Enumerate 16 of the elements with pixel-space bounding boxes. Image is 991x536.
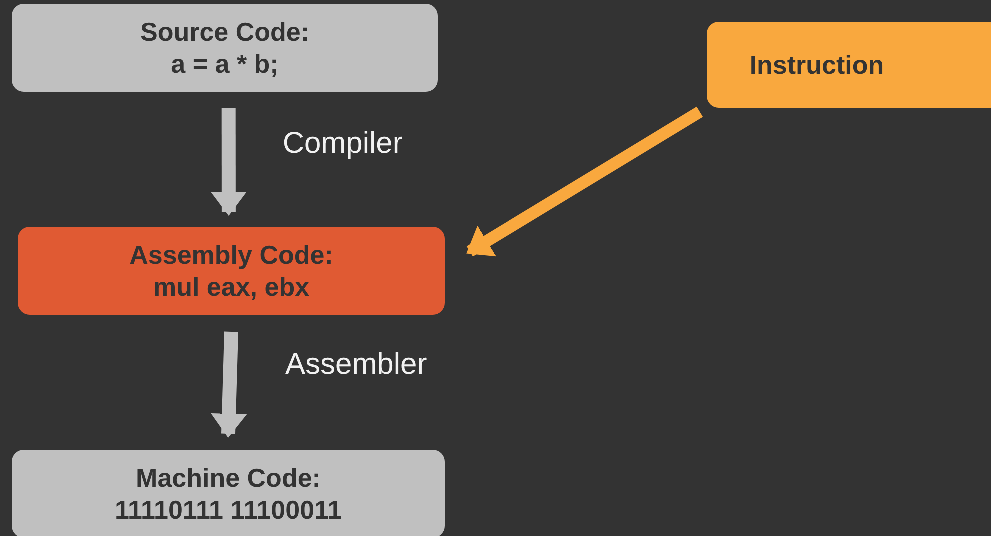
process-box [707,22,991,108]
process-box [12,4,438,92]
box-text: mul eax, ebx [153,271,310,303]
arrow [466,106,704,257]
box-text: 11110111 11100011 [114,494,342,526]
edge-label: Compiler [282,126,403,162]
box-heading: Instruction [750,49,884,81]
arrow [210,108,247,216]
arrow [211,332,248,438]
process-box [12,450,445,536]
box-heading: Assembly Code: [130,239,334,271]
box-heading: Machine Code: [136,462,321,494]
process-box [18,227,445,315]
box-heading: Source Code: [140,16,310,48]
edge-label: Assembler [286,347,428,383]
box-text: a = a * b; [171,48,279,80]
